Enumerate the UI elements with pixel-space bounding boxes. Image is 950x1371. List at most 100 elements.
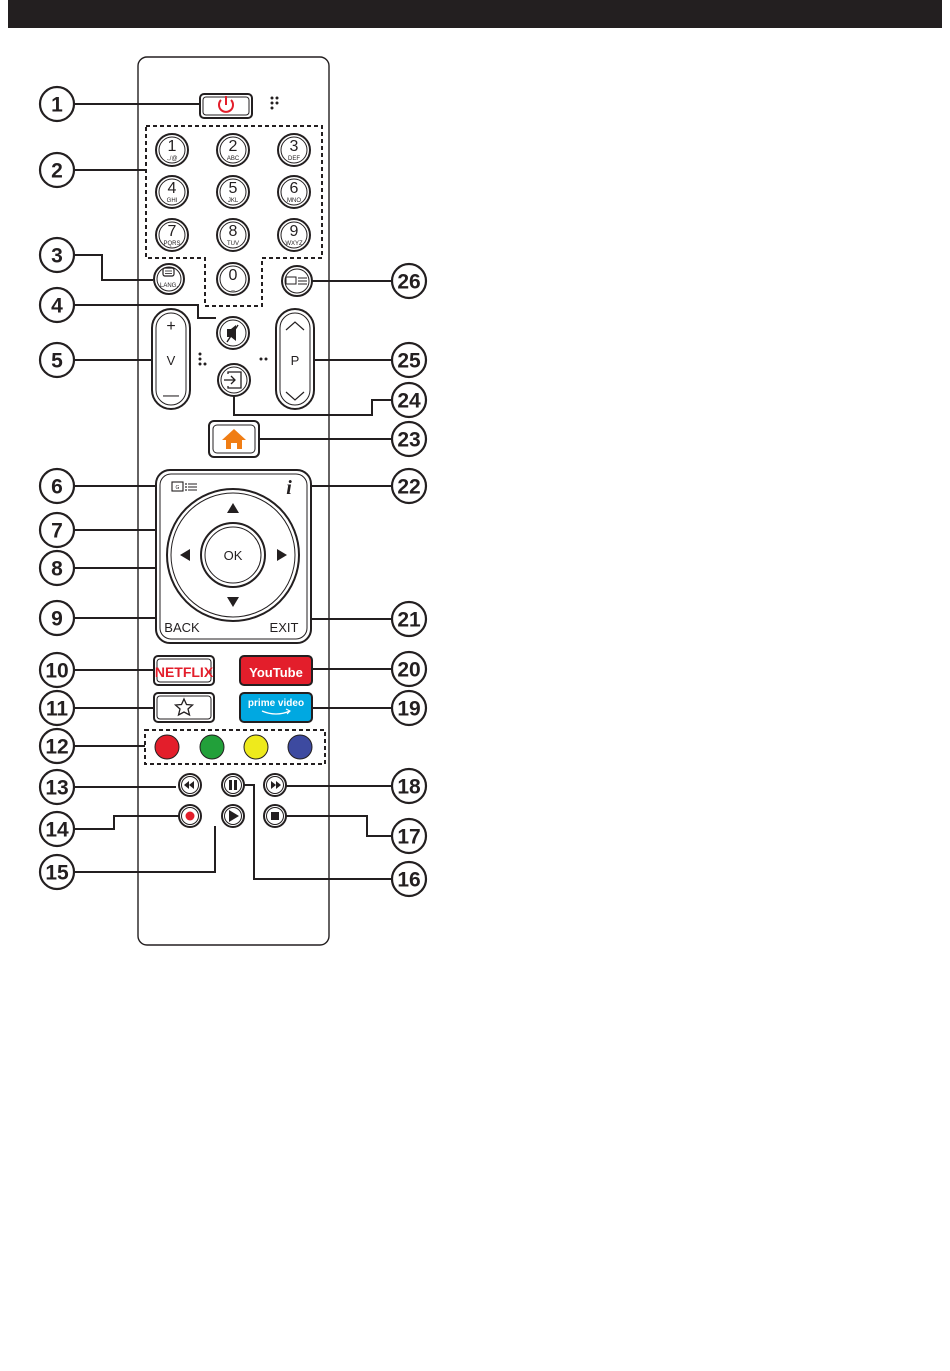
svg-text:.,/@: .,/@ xyxy=(166,156,177,162)
text-button[interactable] xyxy=(282,266,312,296)
netflix-button[interactable]: NETFLIX xyxy=(154,656,214,685)
play-button[interactable] xyxy=(222,805,244,827)
svg-text:prime video: prime video xyxy=(248,698,304,709)
svg-text:13: 13 xyxy=(45,777,68,800)
blue-button[interactable] xyxy=(288,735,312,759)
program-rocker[interactable]: P xyxy=(276,309,314,409)
svg-text:6: 6 xyxy=(290,180,299,197)
svg-text:5: 5 xyxy=(229,180,238,197)
pause-button[interactable] xyxy=(222,774,244,796)
svg-text:26: 26 xyxy=(397,271,420,294)
digit-button-6[interactable]: 6 MNO xyxy=(278,176,310,208)
svg-text:3: 3 xyxy=(290,138,299,155)
svg-text:2: 2 xyxy=(51,160,63,183)
svg-text:8: 8 xyxy=(229,223,238,240)
callout-9: 9 xyxy=(40,601,74,635)
digit-button-0[interactable]: 0 _ xyxy=(217,263,249,295)
callout-19: 19 xyxy=(392,691,426,725)
callout-25: 25 xyxy=(392,343,426,377)
svg-text:NETFLIX: NETFLIX xyxy=(155,664,214,680)
svg-text:7: 7 xyxy=(168,223,177,240)
svg-text:15: 15 xyxy=(45,862,69,885)
svg-text:G: G xyxy=(176,485,180,491)
svg-text:3: 3 xyxy=(51,245,63,268)
mute-button[interactable] xyxy=(217,317,249,349)
callout-11: 11 xyxy=(40,691,74,725)
source-button[interactable] xyxy=(218,364,250,396)
svg-text:9: 9 xyxy=(51,608,63,631)
svg-text:1: 1 xyxy=(51,94,63,117)
svg-text:TUV: TUV xyxy=(227,241,239,247)
yellow-button[interactable] xyxy=(244,735,268,759)
youtube-button[interactable]: YouTube xyxy=(240,656,312,685)
svg-text:OK: OK xyxy=(224,548,243,563)
stop-button[interactable] xyxy=(264,805,286,827)
digit-button-9[interactable]: 9 WXYZ xyxy=(278,219,310,251)
rewind-button[interactable] xyxy=(179,774,201,796)
callout-7: 7 xyxy=(40,513,74,547)
svg-text:LANG.: LANG. xyxy=(160,283,178,289)
digit-button-8[interactable]: 8 TUV xyxy=(217,219,249,251)
svg-text:19: 19 xyxy=(397,698,420,721)
digit-button-5[interactable]: 5 JKL xyxy=(217,176,249,208)
callout-23: 23 xyxy=(392,422,426,456)
callout-20: 20 xyxy=(392,652,426,686)
digit-button-1[interactable]: 1 .,/@ xyxy=(156,134,188,166)
svg-text:8: 8 xyxy=(51,558,63,581)
ok-button[interactable]: OK xyxy=(201,523,265,587)
svg-text:JKL: JKL xyxy=(228,198,239,204)
svg-text:MNO: MNO xyxy=(287,198,301,204)
svg-text:20: 20 xyxy=(397,659,420,682)
svg-text:2: 2 xyxy=(229,138,238,155)
language-button[interactable]: LANG. xyxy=(154,264,184,294)
digit-button-4[interactable]: 4 GHI xyxy=(156,176,188,208)
svg-text:_: _ xyxy=(230,285,235,291)
svg-text:23: 23 xyxy=(397,429,420,452)
svg-text:GHI: GHI xyxy=(167,198,178,204)
fast-forward-button[interactable] xyxy=(264,774,286,796)
stop-icon xyxy=(271,812,279,820)
svg-text:PQRS: PQRS xyxy=(163,241,180,247)
digit-button-2[interactable]: 2 ABC xyxy=(217,134,249,166)
callout-15: 15 xyxy=(40,855,74,889)
digit-button-3[interactable]: 3 DEF xyxy=(278,134,310,166)
record-icon xyxy=(186,812,195,821)
digit-button-7[interactable]: 7 PQRS xyxy=(156,219,188,251)
volume-rocker[interactable]: + V — xyxy=(152,309,190,409)
svg-text:4: 4 xyxy=(51,295,63,318)
green-button[interactable] xyxy=(200,735,224,759)
svg-text:9: 9 xyxy=(290,223,299,240)
callout-17: 17 xyxy=(392,819,426,853)
svg-text:18: 18 xyxy=(397,776,421,799)
favourite-button[interactable] xyxy=(154,693,214,722)
svg-text:24: 24 xyxy=(397,390,421,413)
callout-8: 8 xyxy=(40,551,74,585)
svg-text:6: 6 xyxy=(51,476,63,499)
home-button[interactable] xyxy=(209,421,259,457)
svg-text:0: 0 xyxy=(229,267,238,284)
callout-5: 5 xyxy=(40,343,74,377)
back-button[interactable]: BACK xyxy=(164,620,200,635)
exit-button[interactable]: EXIT xyxy=(270,620,299,635)
power-button[interactable] xyxy=(200,94,252,118)
callout-22: 22 xyxy=(392,469,426,503)
info-button[interactable]: i xyxy=(286,477,292,499)
callout-12: 12 xyxy=(40,729,74,763)
callout-10: 10 xyxy=(40,653,74,687)
svg-text:—: — xyxy=(163,387,179,404)
red-button[interactable] xyxy=(155,735,179,759)
record-button[interactable] xyxy=(179,805,201,827)
svg-text:11: 11 xyxy=(46,698,69,721)
svg-text:21: 21 xyxy=(397,609,421,632)
callout-13: 13 xyxy=(40,770,74,804)
svg-text:12: 12 xyxy=(45,736,68,759)
callout-3: 3 xyxy=(40,238,74,272)
svg-text:P: P xyxy=(291,353,300,368)
callout-18: 18 xyxy=(392,769,426,803)
svg-text:ABC: ABC xyxy=(227,156,240,162)
svg-text:+: + xyxy=(166,318,175,335)
prime-video-button[interactable]: prime video xyxy=(240,693,312,722)
svg-text:25: 25 xyxy=(397,350,421,373)
callout-14: 14 xyxy=(40,812,74,846)
